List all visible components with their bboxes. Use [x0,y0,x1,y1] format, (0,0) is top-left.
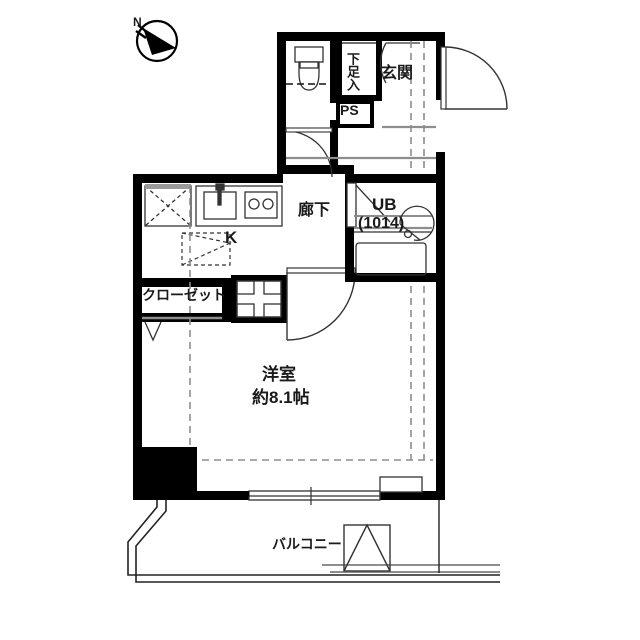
label-pipe-space: PS [340,102,359,118]
sliding-door-panes [249,487,380,505]
sink-fixture [203,183,237,220]
label-unit-bath: UB [372,195,397,214]
room-door-swing [286,271,356,341]
structural-column [133,447,197,500]
balcony-outline [127,499,500,583]
two-burner-stove [244,191,278,219]
label-western-room-area: 約8.1帖 [252,388,310,407]
compass-rose [135,19,179,63]
toilet-door-leaf [285,127,333,133]
pipe-space-box [336,100,374,128]
entrance-door-leaf [440,46,447,110]
label-entrance: 玄関 [381,65,414,82]
room-door-leaf [286,267,356,274]
closet-door-mark [144,321,162,342]
balcony-railing-grey [322,564,500,573]
unit-bath-walls [345,174,437,282]
label-balcony: バルコニー [272,536,342,552]
dashed-guide-lines [189,41,433,461]
window-ledge [379,476,423,493]
unit-bath-door-swing [399,205,435,241]
refrigerator-top-band [145,184,191,189]
kitchen-counter [195,185,283,227]
refrigerator-space [144,185,192,227]
label-unit-bath-size: (1014) [358,215,405,232]
exterior-walls [133,32,445,500]
shoe-cabinet-walls [336,41,382,101]
label-closet: クローゼット [142,287,226,303]
kitchen-dashed-unit [181,232,232,266]
entrance-door-swing [444,46,508,110]
toilet-fixture [294,46,324,91]
washing-machine-pan [236,280,282,318]
label-corridor: 廊下 [298,202,331,219]
air-conditioner-outdoor-unit [343,523,391,572]
label-western-room: 洋室 [262,365,296,384]
entrance-inner-door-swing [379,42,420,84]
label-kitchen: K [225,228,238,247]
label-compass-north: N [133,15,142,29]
label-shoe-cabinet: 下足入 [345,52,360,91]
